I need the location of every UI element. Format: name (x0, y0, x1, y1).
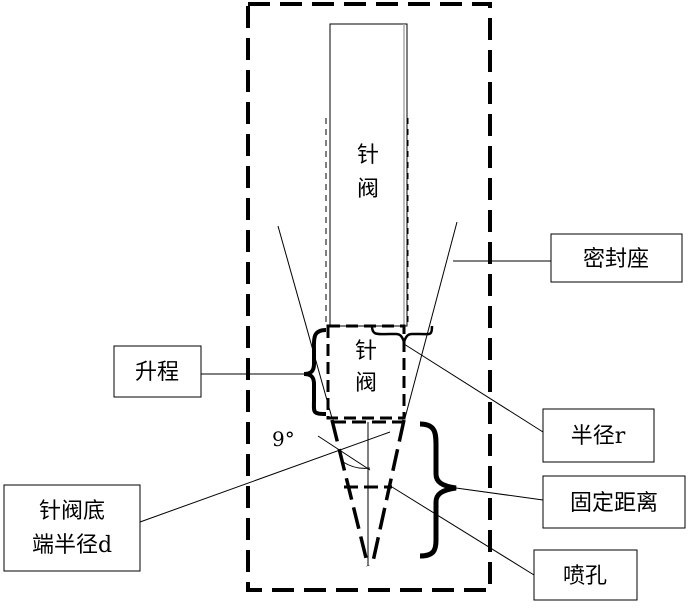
needle-valve-lift-box (326, 324, 406, 420)
angle-label: 9° (272, 427, 295, 451)
needle-bottom-radius-leader (139, 431, 391, 523)
fixed-distance-brace (419, 421, 457, 559)
seal-seat-label: 密封座 (583, 247, 649, 272)
needle-bottom-radius-label-1: 针阀底 (39, 499, 105, 524)
radius-leader (403, 343, 544, 433)
radius-box (542, 408, 655, 463)
fixed-distance-box (542, 475, 686, 529)
nozzle-cone-right (370, 419, 406, 567)
angle-arc (342, 461, 371, 469)
needle-valve-body (329, 23, 408, 327)
lift-box (113, 345, 202, 398)
lift-brace (303, 328, 327, 416)
angle-ray (317, 435, 371, 471)
seal-seat-right-line (404, 221, 458, 419)
outer-dashed-boundary (246, 2, 492, 592)
needle-bottom-radius-box (3, 484, 141, 572)
needle-valve-lower-label-2: 阀 (355, 371, 377, 396)
needle-bottom-radius-label-2: 端半径d (32, 533, 112, 558)
radius-brace (370, 325, 434, 346)
nozzle-hole-leader (391, 486, 535, 576)
radius-label: 半径r (571, 424, 626, 449)
needle-valve-lower-label-1: 针 (355, 339, 377, 364)
nozzle-hole-label: 喷孔 (563, 564, 607, 589)
seal-seat-left-line (277, 225, 333, 419)
fixed-distance-label: 固定距离 (570, 491, 658, 516)
lift-label: 升程 (135, 360, 179, 385)
nozzle-hole-box (533, 549, 638, 601)
fixed-distance-leader (455, 487, 544, 501)
needle-valve-upper-label-1: 针 (357, 143, 379, 168)
seal-seat-box (550, 233, 683, 283)
nozzle-cone-left (330, 419, 370, 567)
needle-valve-upper-label-2: 阀 (357, 177, 379, 202)
